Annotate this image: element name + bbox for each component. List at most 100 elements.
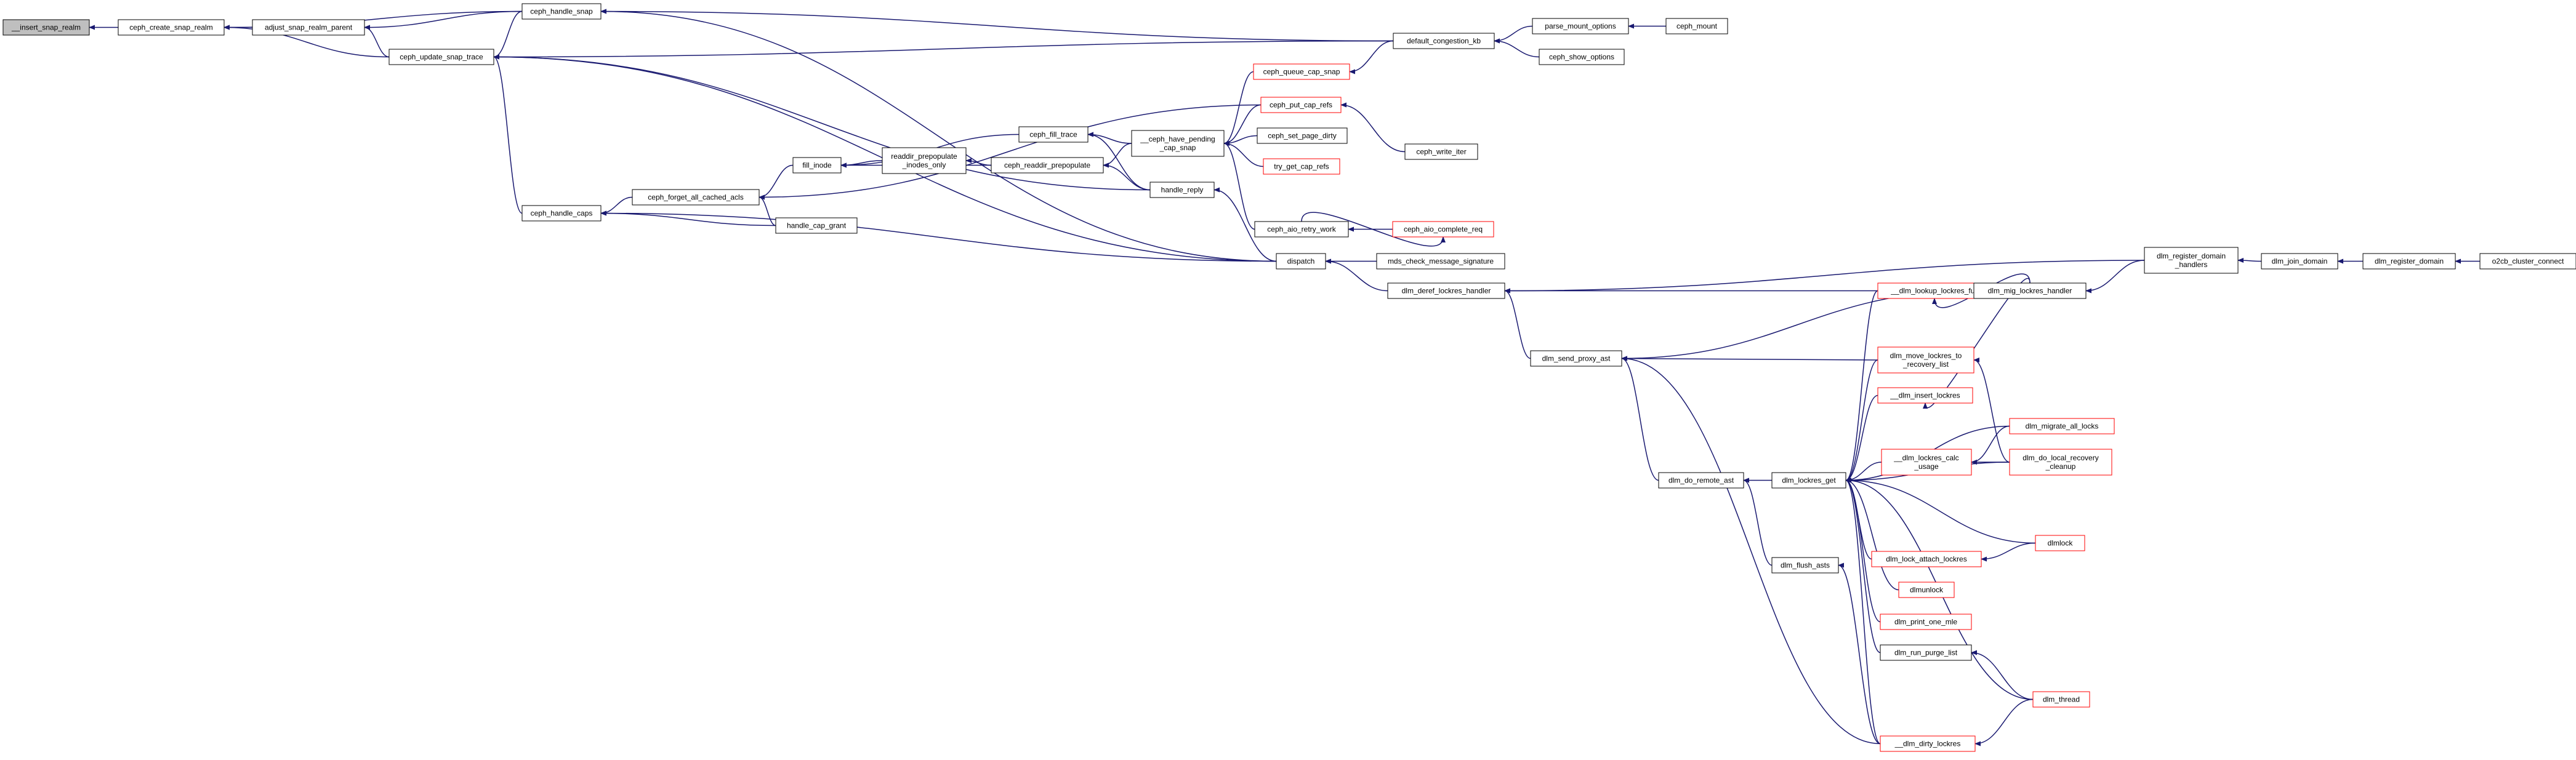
node-ceph-aio-complete-req[interactable]: ceph_aio_complete_req xyxy=(1392,221,1494,238)
node-dlm-print-one-mle[interactable]: dlm_print_one_mle xyxy=(1880,614,1972,630)
node-box xyxy=(2,19,90,36)
node-label: ceph_put_cap_refs xyxy=(1270,101,1332,110)
node-dlm-flush-asts[interactable]: dlm_flush_asts xyxy=(1771,557,1839,574)
node-ceph-queue-cap-snap[interactable]: ceph_queue_cap_snap xyxy=(1253,63,1350,80)
node-o2cb-cluster-connect[interactable]: o2cb_cluster_connect xyxy=(2479,253,2576,270)
node-ceph-write-iter[interactable]: ceph_write_iter xyxy=(1404,143,1478,160)
node-dlm-do-local-recovery-cleanup[interactable]: dlm_do_local_recovery_cleanup xyxy=(2009,449,2112,476)
node-dlm-register-domain[interactable]: dlm_register_domain xyxy=(2362,253,2456,270)
node-ceph-aio-retry-work[interactable]: ceph_aio_retry_work xyxy=(1254,221,1349,238)
node-dlm-mig-lockres-handler[interactable]: dlm_mig_lockres_handler xyxy=(1973,282,2087,299)
node-label: ceph_set_page_dirty xyxy=(1268,132,1336,140)
node-label: __dlm_lookup_lockres_full xyxy=(1890,287,1978,295)
node-box xyxy=(1376,253,1505,270)
node-dlm-move-lockres-to-recovery-list[interactable]: dlm_move_lockres_to_recovery_list xyxy=(1877,346,1974,374)
node-box xyxy=(521,3,602,20)
edge-dispatch-to-ceph_handle_caps xyxy=(600,210,1277,262)
node-box xyxy=(1387,282,1505,299)
node-ceph-have-pending-cap-snap[interactable]: __ceph_have_pending_cap_snap xyxy=(1131,130,1225,157)
node-dlm-insert-lockres[interactable]: __dlm_insert_lockres xyxy=(1877,387,1973,404)
node-insert-snap-realm[interactable]: __insert_snap_realm xyxy=(2,19,90,36)
node-ceph-fill-trace[interactable]: ceph_fill_trace xyxy=(1018,126,1089,143)
node-box xyxy=(1880,614,1972,630)
node-label: ceph_aio_complete_req xyxy=(1404,225,1483,234)
node-label: dlm_lockres_get xyxy=(1782,476,1836,485)
node-box xyxy=(2144,247,2239,274)
node-label: dlmunlock xyxy=(1910,586,1944,594)
node-box xyxy=(1257,127,1348,144)
edge-handle_cap_grant-to-ceph_forget_all_cached_acls xyxy=(759,194,776,226)
node-ceph-create-snap-realm[interactable]: ceph_create_snap_realm xyxy=(118,19,225,36)
node-mds-check-message-signature[interactable]: mds_check_message_signature xyxy=(1376,253,1505,270)
edge-ceph_forget_all_cached_acls-to-ceph_handle_caps xyxy=(600,196,633,216)
edge-parse_mount_options-to-default_congestion_kb xyxy=(1494,25,1533,44)
node-handle-cap-grant[interactable]: handle_cap_grant xyxy=(775,217,858,234)
node-label: _usage xyxy=(1914,462,1939,471)
edge-handle_reply-to-ceph_update_snap_trace xyxy=(493,54,1151,191)
node-box xyxy=(2009,449,2112,476)
edge-ceph_aio_retry_work-to-ceph_have_pending_cap_snap xyxy=(1223,141,1255,230)
node-ceph-readdir-prepopulate[interactable]: ceph_readdir_prepopulate xyxy=(991,157,1104,174)
node-dlm-lockres-calc-usage[interactable]: __dlm_lockres_calc_usage xyxy=(1881,449,1972,476)
node-ceph-forget-all-cached-acls[interactable]: ceph_forget_all_cached_acls xyxy=(632,189,760,206)
node-try-get-cap-refs[interactable]: try_get_cap_refs xyxy=(1263,158,1340,175)
node-dlm-dirty-lockres[interactable]: __dlm_dirty_lockres xyxy=(1880,735,1976,752)
edge-ceph_aio_retry_work-to-ceph_aio_complete_req xyxy=(1301,212,1446,247)
node-label: ceph_update_snap_trace xyxy=(400,53,483,62)
node-ceph-put-cap-refs[interactable]: ceph_put_cap_refs xyxy=(1260,97,1342,113)
node-dispatch[interactable]: dispatch xyxy=(1276,253,1326,270)
node-label: dlm_deref_lockres_handler xyxy=(1402,287,1491,295)
node-box xyxy=(1404,143,1478,160)
node-box xyxy=(1532,18,1629,34)
node-ceph-show-options[interactable]: ceph_show_options xyxy=(1539,49,1625,65)
node-label: ceph_create_snap_realm xyxy=(129,23,212,32)
node-dlmlock[interactable]: dlmlock xyxy=(2035,535,2085,551)
node-dlm-lookup-lockres-full[interactable]: __dlm_lookup_lockres_full xyxy=(1877,282,1992,299)
edge-ceph_put_cap_refs-to-ceph_have_pending_cap_snap xyxy=(1223,104,1262,146)
edge-ceph_queue_cap_snap-to-ceph_have_pending_cap_snap xyxy=(1223,71,1254,146)
node-ceph-mount[interactable]: ceph_mount xyxy=(1665,18,1728,34)
edge-ceph_put_cap_refs-to-ceph_forget_all_cached_acls xyxy=(759,104,1262,200)
node-ceph-handle-caps[interactable]: ceph_handle_caps xyxy=(521,205,602,222)
node-dlm-migrate-all-locks[interactable]: dlm_migrate_all_locks xyxy=(2009,418,2115,434)
node-default-congestion-kb[interactable]: default_congestion_kb xyxy=(1393,33,1495,49)
edge-ceph_have_pending_cap_snap-to-ceph_fill_trace xyxy=(1087,132,1132,144)
node-dlm-lock-attach-lockres[interactable]: dlm_lock_attach_lockres xyxy=(1871,551,1982,567)
node-dlm-do-remote-ast[interactable]: dlm_do_remote_ast xyxy=(1658,472,1744,489)
node-label: fill_inode xyxy=(802,161,832,170)
edge-ceph_write_iter-to-ceph_put_cap_refs xyxy=(1340,102,1406,153)
node-dlm-thread[interactable]: dlm_thread xyxy=(2032,691,2090,708)
node-label: dlm_flush_asts xyxy=(1781,561,1830,570)
node-readdir-prepopulate-inodes-only[interactable]: readdir_prepopulate_inodes_only xyxy=(882,147,967,174)
edge-dispatch-to-handle_reply xyxy=(1214,187,1277,262)
node-label: handle_cap_grant xyxy=(787,222,847,230)
node-dlm-run-purge-list[interactable]: dlm_run_purge_list xyxy=(1880,644,1972,661)
node-label: dlm_migrate_all_locks xyxy=(2026,422,2099,431)
node-dlm-lockres-get[interactable]: dlm_lockres_get xyxy=(1771,472,1846,489)
node-adjust-snap-realm-parent[interactable]: adjust_snap_realm_parent xyxy=(252,19,365,36)
node-dlm-deref-lockres-handler[interactable]: dlm_deref_lockres_handler xyxy=(1387,282,1505,299)
edge-dlm_insert_lockres-to-dlm_lockres_get xyxy=(1845,394,1878,483)
node-dlm-register-domain-handlers[interactable]: dlm_register_domain_handlers xyxy=(2144,247,2239,274)
node-parse-mount-options[interactable]: parse_mount_options xyxy=(1532,18,1629,34)
node-dlm-join-domain[interactable]: dlm_join_domain xyxy=(2261,253,2338,270)
node-label: dlm_print_one_mle xyxy=(1894,618,1957,626)
edge-dlm_mig_lockres_handler-to-dlm_insert_lockres xyxy=(1923,278,2031,409)
node-label: ceph_readdir_prepopulate xyxy=(1004,161,1090,170)
node-dlmunlock[interactable]: dlmunlock xyxy=(1898,582,1955,598)
edge-dlm_print_one_mle-to-dlm_lockres_get xyxy=(1845,478,1881,623)
node-dlm-send-proxy-ast[interactable]: dlm_send_proxy_ast xyxy=(1530,350,1622,367)
node-handle-reply[interactable]: handle_reply xyxy=(1149,182,1215,198)
node-label: _inodes_only xyxy=(902,161,946,169)
edge-dlm_dirty_lockres-to-dlm_send_proxy_ast xyxy=(1621,356,1881,745)
node-box xyxy=(118,19,225,36)
node-box xyxy=(882,147,967,174)
node-fill-inode[interactable]: fill_inode xyxy=(792,157,842,174)
node-ceph-update-snap-trace[interactable]: ceph_update_snap_trace xyxy=(388,49,494,65)
node-label: dlm_move_lockres_to xyxy=(1890,351,1962,360)
edge-dlm_register_domain_handlers-to-dlm_mig_lockres_handler xyxy=(2085,260,2145,294)
edge-dispatch-to-ceph_handle_snap xyxy=(600,9,1277,262)
node-label: ceph_forget_all_cached_acls xyxy=(648,193,743,202)
node-ceph-handle-snap[interactable]: ceph_handle_snap xyxy=(521,3,602,20)
node-ceph-set-page-dirty[interactable]: ceph_set_page_dirty xyxy=(1257,127,1348,144)
